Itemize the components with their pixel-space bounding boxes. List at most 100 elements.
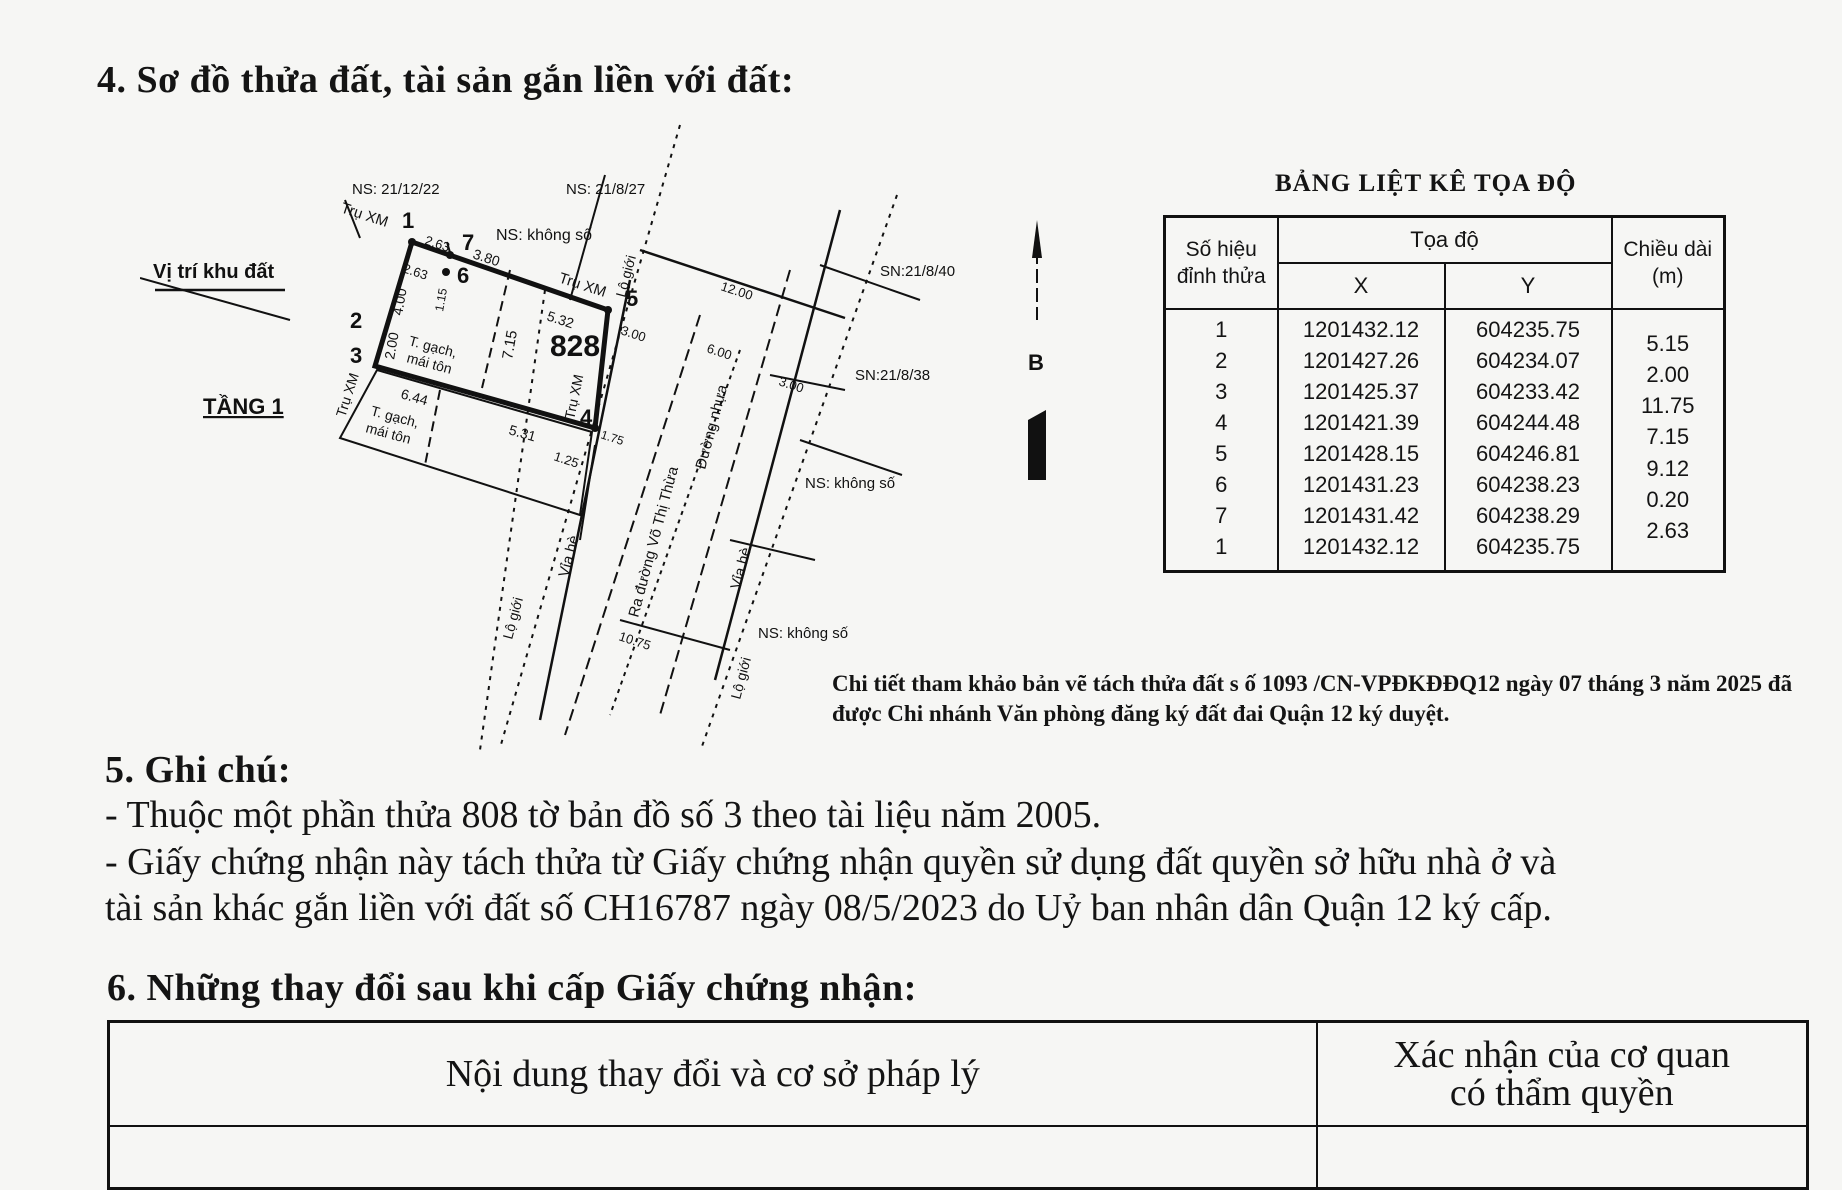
x-column: 1201432.12 1201427.26 1201425.37 1201421…: [1276, 307, 1446, 573]
length-cell: 9.12: [1646, 455, 1690, 481]
point-cell: 4: [1215, 409, 1228, 435]
x-cell: 1201428.15: [1302, 440, 1420, 466]
road-line-left-upper: [499, 124, 681, 749]
point-cell: 7: [1215, 502, 1228, 528]
note-line-3: tài sản khác gắn liền với đất số CH16787…: [105, 887, 1552, 929]
neighbour-line-5: [769, 374, 846, 391]
road-edge-dashed-2: [564, 314, 701, 736]
north-arrow-head: [1032, 220, 1042, 258]
road-line-right-dotted: [699, 194, 898, 750]
floor1-outline: [338, 368, 594, 517]
point-7: [446, 251, 454, 259]
coordinate-table: Số hiệu đỉnh thửa Tọa độ Chiều dài (m) X…: [1163, 215, 1726, 573]
label-ns-khong-so-top: NS: không số: [496, 227, 592, 244]
dim-3-00-b: 3.00: [777, 374, 806, 396]
point-label-2: 2: [350, 308, 362, 333]
y-cell: 604235.75: [1476, 533, 1580, 559]
col-header-length: Chiều dài (m): [1610, 215, 1726, 310]
point-cell: 1: [1215, 316, 1228, 342]
point-label-1: 1: [402, 208, 414, 233]
coord-table-title: BẢNG LIỆT KÊ TỌA ĐỘ: [1275, 170, 1577, 197]
point-5: [604, 306, 612, 314]
dim-7-15: 7.15: [499, 329, 521, 361]
y-cell: 604244.48: [1476, 409, 1580, 435]
y-cell: 604235.75: [1476, 316, 1580, 342]
dim-12-00: 12.00: [719, 279, 755, 303]
y-cell: 604238.23: [1476, 471, 1580, 497]
y-cell: 604234.07: [1476, 347, 1580, 373]
section6-title: 6. Những thay đổi sau khi cấp Giấy chứng…: [107, 967, 917, 1009]
point-label-7: 7: [462, 230, 474, 255]
label-road-name: Ra đường Võ Thị Thừa: [625, 464, 682, 619]
length-cell: 0.20: [1646, 486, 1690, 512]
road-edge-left: [538, 279, 632, 721]
label-tru-xm-1: Trụ XM: [339, 200, 390, 231]
parcel-split: [374, 365, 436, 383]
point-1: [408, 238, 416, 246]
label-ns-21-8-27: NS: 21/8/27: [566, 181, 645, 198]
dim-1-75: 1.75: [599, 428, 626, 449]
dim-1-15: 1.15: [432, 287, 450, 313]
north-label: B: [1028, 350, 1044, 375]
floor1-inner-dashed: [424, 389, 441, 466]
land-parcel-diagram: 1 2 3 4 5 6 7 NS: 21/12/22 NS: 21/8/27 N…: [140, 120, 1080, 750]
changes-confirm-cell: [1315, 1125, 1809, 1190]
label-parcel-828: 828: [550, 330, 600, 363]
length-cell: 2.00: [1646, 361, 1690, 387]
dim-5-31: 5.31: [507, 422, 538, 445]
point-label-3: 3: [350, 343, 362, 368]
x-cell: 1201425.37: [1302, 378, 1420, 404]
point-cell: 1: [1215, 533, 1228, 559]
label-sn-21-8-40: SN:21/8/40: [880, 263, 955, 280]
dim-4-00: 4.00: [389, 287, 410, 317]
x-cell: 1201432.12: [1302, 533, 1420, 559]
point-cell: 2: [1215, 347, 1228, 373]
length-cell: 5.15: [1646, 330, 1690, 356]
dim-6-44: 6.44: [399, 386, 430, 409]
x-cell: 1201421.39: [1302, 409, 1420, 435]
col-header-point: Số hiệu đỉnh thửa: [1163, 215, 1279, 310]
dim-1-7: 2.63: [423, 233, 452, 255]
col-header-y: Y: [1443, 261, 1613, 310]
dim-5-32: 5.32: [545, 308, 576, 332]
dim-10-75: 10.75: [617, 629, 653, 653]
neighbour-line-2: [569, 174, 606, 301]
reference-note: Chi tiết tham khảo bản vẽ tách thửa đất …: [832, 671, 1793, 726]
point-cell: 3: [1215, 378, 1228, 404]
road-edge-right: [713, 209, 842, 681]
y-cell: 604233.42: [1476, 378, 1580, 404]
neighbour-line-3: [639, 248, 846, 320]
road-edge-dashed-1: [659, 269, 791, 716]
changes-col-confirm-line2: có thẩm quyền: [1449, 1072, 1674, 1114]
label-ns-khong-so-bottom: NS: không số: [758, 625, 849, 642]
label-lo-gioi-3: Lộ giới: [727, 655, 753, 700]
point-cell: 5: [1215, 440, 1228, 466]
section4-title: 4. Sơ đồ thửa đất, tài sản gắn liền với …: [97, 59, 795, 101]
label-duong-nhua: Đường nhựa: [692, 382, 731, 471]
point-6: [442, 268, 450, 276]
x-cell: 1201431.23: [1302, 471, 1420, 497]
label-ns-21-12-22: NS: 21/12/22: [352, 181, 440, 198]
length-column: 5.15 2.00 11.75 7.15 9.12 0.20 2.63: [1610, 307, 1726, 573]
length-cell: 7.15: [1646, 424, 1690, 450]
point-label-6: 6: [457, 263, 469, 288]
north-arrow-base: [1028, 420, 1046, 480]
neighbour-line-4: [819, 264, 921, 301]
length-cell: 11.75: [1641, 393, 1695, 419]
neighbour-line-7: [729, 539, 816, 561]
road-line-left: [479, 289, 546, 750]
y-cell: 604238.29: [1476, 502, 1580, 528]
dim-left-inner: 2.63: [401, 261, 430, 283]
point-label-4: 4: [580, 405, 593, 430]
section5-title: 5. Ghi chú:: [105, 749, 292, 791]
changes-col-content: Nội dung thay đổi và cơ sở pháp lý: [107, 1020, 1318, 1127]
changes-col-confirm: Xác nhận của cơ quan có thẩm quyền: [1315, 1020, 1809, 1127]
label-ns-khong-so-mid: NS: không số: [805, 475, 896, 492]
label-lo-gioi-2: Lộ giới: [499, 595, 525, 640]
label-tang-1: TẦNG 1: [203, 394, 284, 419]
label-tru-xm-3: Trụ XM: [333, 371, 362, 419]
changes-col-confirm-line1: Xác nhận của cơ quan: [1393, 1034, 1731, 1076]
point-column: 1 2 3 4 5 6 7 1: [1163, 307, 1279, 573]
x-cell: 1201431.42: [1302, 502, 1420, 528]
dim-6-00: 6.00: [705, 341, 734, 363]
